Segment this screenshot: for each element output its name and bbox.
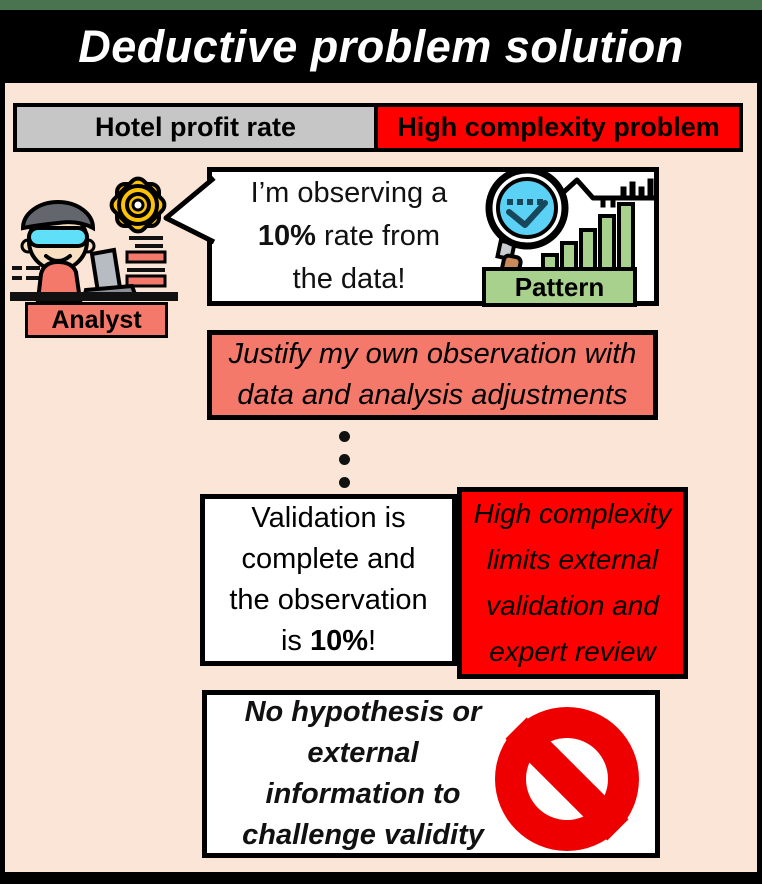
validation-line: the observation [229, 584, 428, 616]
problem-cell: High complexity problem [378, 107, 739, 148]
note-dashes-icon [12, 266, 40, 280]
page-title: Deductive problem solution [78, 20, 684, 72]
desk-icon [10, 292, 178, 301]
conclusion-box: No hypothesis or external information to… [202, 690, 660, 858]
dot [339, 454, 350, 465]
conclusion-text: No hypothesis or external information to… [213, 695, 513, 853]
pattern-tag: Pattern [482, 267, 637, 307]
validation-line: Validation is [251, 502, 406, 534]
topic-cell: Hotel profit rate [17, 107, 378, 148]
analyst-label-text: Analyst [51, 305, 142, 334]
speech-text: I’m observing a 10% rate from the data! [218, 172, 480, 301]
problem-label: High complexity problem [397, 112, 720, 142]
speech-line: 10% rate from [257, 220, 441, 252]
title-bar: Deductive problem solution [0, 10, 762, 83]
limitation-line: limits external [486, 544, 659, 575]
conclusion-line: challenge validity [242, 819, 484, 851]
topic-label: Hotel profit rate [94, 112, 296, 142]
limitation-line: High complexity [473, 498, 672, 529]
analyst-name-tag: Analyst [25, 302, 168, 338]
gear-icon [109, 176, 167, 234]
ellipsis-dots-icon [339, 431, 351, 488]
speech-tail-icon [163, 176, 216, 245]
document-stack-icon [125, 236, 167, 288]
justify-line: data and analysis adjustments [237, 379, 628, 411]
validation-box: Validation is complete and the observati… [200, 494, 457, 666]
top-green-strip [0, 0, 762, 10]
justify-line: Justify my own observation with [228, 338, 637, 370]
validation-line: complete and [241, 543, 416, 575]
pattern-label-text: Pattern [514, 271, 605, 302]
conclusion-line: external [307, 737, 419, 769]
prohibition-icon [495, 707, 639, 851]
limitation-line: expert review [489, 636, 656, 667]
analyst-icon [10, 176, 178, 302]
problem-header-row: Hotel profit rate High complexity proble… [13, 103, 743, 152]
dot [339, 477, 350, 488]
limitation-box: High complexity limits external validati… [457, 487, 688, 679]
trend-line-icon [553, 177, 655, 208]
justify-box: Justify my own observation with data and… [207, 330, 658, 420]
person-icon [20, 200, 96, 302]
conclusion-line: No hypothesis or [244, 696, 482, 728]
validation-line: is 10%! [280, 625, 377, 657]
limitation-line: validation and [486, 590, 659, 621]
dot [339, 431, 350, 442]
speech-line: I’m observing a [250, 177, 448, 209]
speech-line: the data! [292, 263, 406, 295]
conclusion-line: information to [265, 778, 461, 810]
